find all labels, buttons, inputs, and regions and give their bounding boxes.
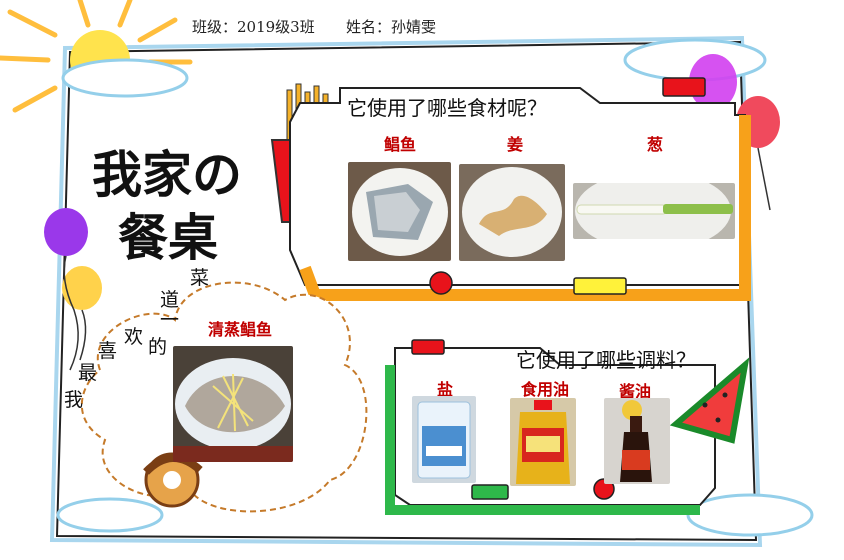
- soy-sauce-photo: [604, 398, 670, 484]
- phrase-char: 的: [148, 336, 168, 358]
- ingredient-label-fish: 鲳鱼: [383, 135, 416, 154]
- title-line1: 我家の: [92, 146, 242, 204]
- phrase-char: 一: [160, 309, 180, 331]
- seasoning-label-soy: 酱油: [618, 382, 651, 401]
- seasonings-question: 它使用了哪些调料？: [516, 348, 696, 372]
- seasoning-label-salt: 盐: [436, 380, 453, 399]
- seasoning-label-oil: 食用油: [520, 380, 569, 399]
- ginger-photo: [459, 164, 565, 261]
- student-name: 姓名：孙婧雯: [346, 18, 437, 36]
- phrase-char: 我: [64, 389, 84, 411]
- salt-photo: [412, 396, 476, 483]
- scallion-photo: [573, 183, 735, 239]
- phrase-char: 道: [160, 289, 180, 311]
- ingredient-label-ginger: 姜: [506, 135, 523, 154]
- title-line2: 餐桌: [118, 209, 218, 267]
- class-text: 班级：2019级3班: [192, 18, 315, 36]
- dish-label: 清蒸鲳鱼: [207, 320, 272, 339]
- phrase-char: 菜: [190, 267, 210, 289]
- steamed-fish-photo: [173, 346, 293, 462]
- ingredients-question: 它使用了哪些食材呢？: [347, 96, 547, 120]
- fish-photo: [348, 162, 451, 261]
- donut-icon: [143, 452, 203, 508]
- phrase-char: 欢: [124, 326, 144, 348]
- watermelon-icon: [669, 357, 750, 444]
- phrase-char: 喜: [98, 340, 118, 362]
- ingredient-label-scallion: 葱: [646, 135, 663, 154]
- oil-photo: [510, 398, 576, 486]
- phrase-char: 最: [78, 362, 98, 384]
